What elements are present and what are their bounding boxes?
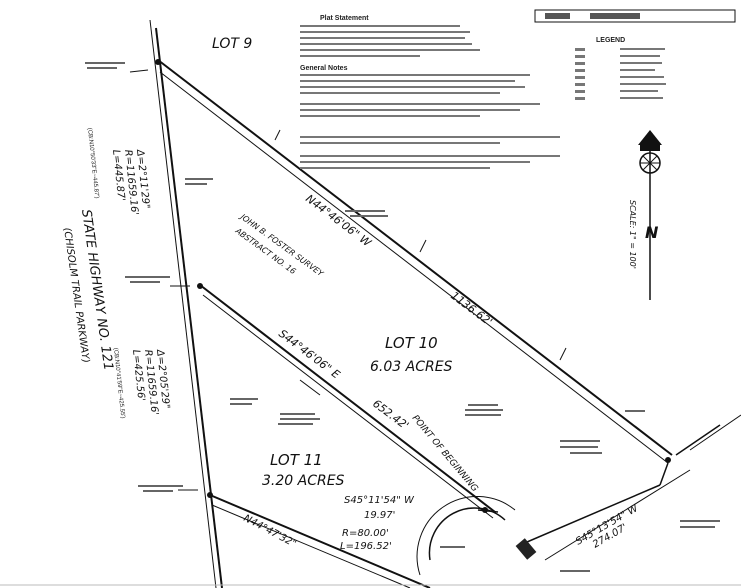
legend-heading: LEGEND xyxy=(596,37,625,44)
curve1-length: L=445.87' xyxy=(110,149,126,202)
short-line xyxy=(477,509,499,513)
lot10-label: LOT 10 xyxy=(385,334,438,352)
short-line-bearing: S45°11'54" W xyxy=(344,495,415,506)
easement-strip xyxy=(515,538,537,560)
cul-de-sac-curve-2 xyxy=(416,496,516,576)
monument-marker xyxy=(197,283,203,289)
small-annotations xyxy=(85,62,720,572)
general-notes-heading: General Notes xyxy=(300,65,348,72)
lot10-acres: 6.03 ACRES xyxy=(370,359,453,375)
lot10-south-line xyxy=(199,284,496,513)
bottom-line-bearing: N44°47'32" xyxy=(242,513,298,550)
cul-de-sac-curve xyxy=(428,507,506,561)
lot11-label: LOT 11 xyxy=(270,451,323,469)
title-block xyxy=(534,9,736,23)
plat-statement-heading: Plat Statement xyxy=(320,15,369,22)
north-label: N xyxy=(645,223,659,242)
lot10-south-bearing: S44°46'06" E xyxy=(276,327,342,381)
curve2-length: L=425.56' xyxy=(130,349,146,402)
legend-items xyxy=(575,48,666,100)
lot10-north-bearing: N44°46'06" W xyxy=(303,192,374,250)
east-line-2 xyxy=(675,424,721,456)
south-east-line-2 xyxy=(544,469,691,561)
lot10-south-line-inner xyxy=(202,294,494,519)
east-line xyxy=(659,462,669,486)
lot11-south-line-2 xyxy=(211,504,411,588)
lot10-east-distance: 1136.62' xyxy=(448,289,495,329)
monument-marker xyxy=(482,507,488,513)
monument-marker xyxy=(665,457,671,463)
tick-marks xyxy=(129,69,567,491)
curve3-radius: R=80.00' xyxy=(342,528,389,539)
south-east-line xyxy=(519,484,661,546)
lot10-north-line xyxy=(157,59,673,456)
lot11-south-line xyxy=(209,494,431,588)
lot10-north-line-inner xyxy=(159,71,669,464)
curve1-chord: (CB:N10°50'33"E~445.87') xyxy=(86,128,99,199)
lot11-acres: 3.20 ACRES xyxy=(262,473,345,489)
north-arrow-icon xyxy=(638,130,662,300)
lot9-label: LOT 9 xyxy=(212,36,252,52)
curve3-length: L=196.52' xyxy=(340,541,392,552)
lot10-south-distance: 652.42' xyxy=(370,397,411,432)
notes-text-lines xyxy=(300,25,560,169)
short-line-distance: 19.97' xyxy=(364,510,395,521)
curve2-chord: (CB:N10°41'59"E~425.55') xyxy=(112,348,125,419)
east-line-3 xyxy=(689,414,741,451)
monument-marker xyxy=(155,59,161,65)
scale-label: SCALE: 1" = 100' xyxy=(628,200,637,269)
highway-row-line-2 xyxy=(149,19,217,588)
monument-marker xyxy=(207,492,213,498)
